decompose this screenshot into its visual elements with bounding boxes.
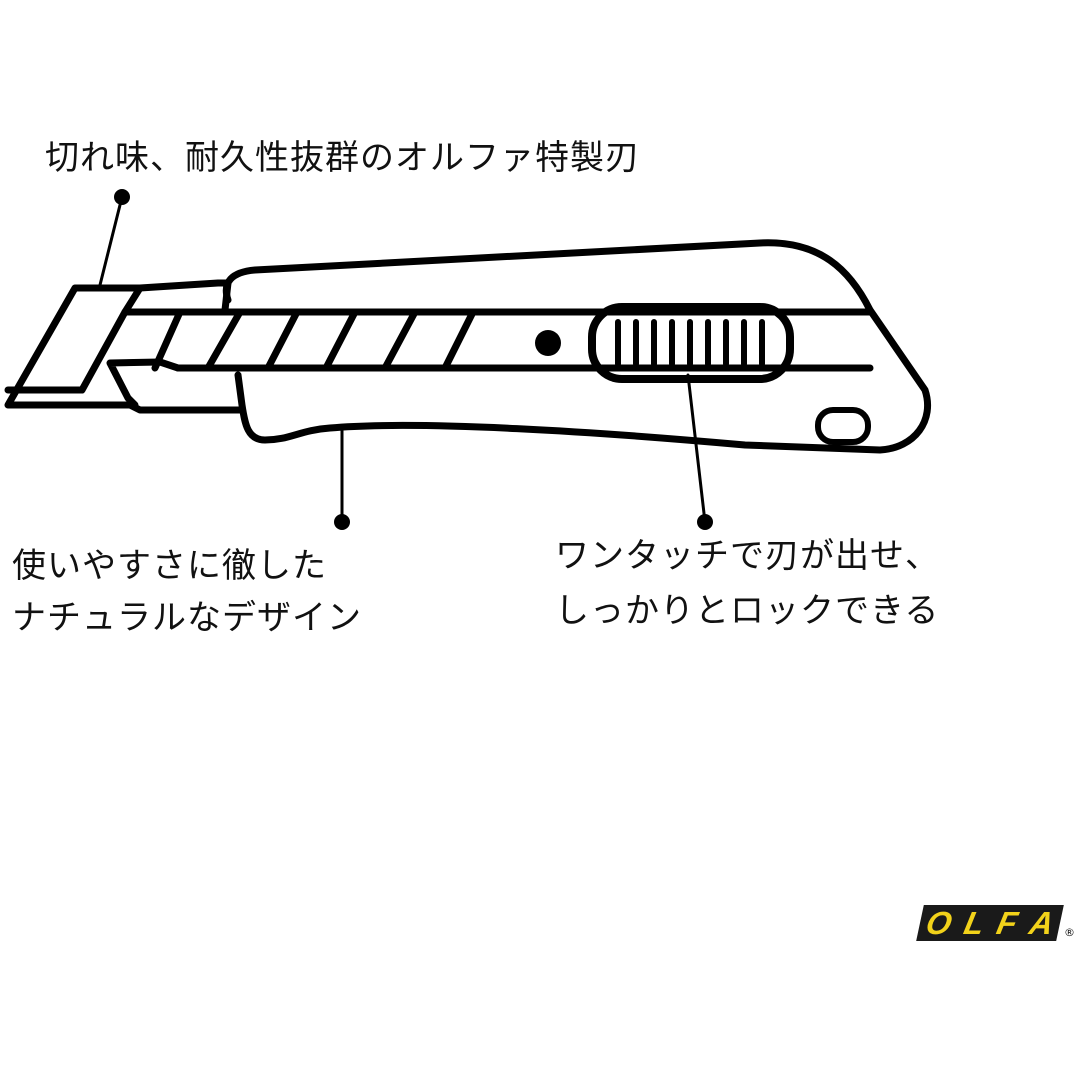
logo-letter: F	[993, 904, 1021, 941]
slider-button	[588, 303, 794, 383]
hang-hole	[815, 407, 871, 445]
blade-lower-guard	[106, 358, 244, 409]
callout-lock-line1: ワンタッチで刃が出せ、	[555, 536, 940, 576]
registered-mark: ®	[1064, 926, 1075, 939]
blade-segment-lines	[151, 308, 477, 372]
callout-design-line1: 使いやすさに徹した	[12, 546, 327, 586]
callout-lock-line2: しっかりとロックできる	[555, 591, 940, 631]
callout-blade-text: 切れ味、耐久性抜群のオルファ特製刃	[45, 138, 640, 178]
leader-line-blade	[98, 195, 124, 287]
logo-letter: O	[922, 904, 956, 941]
leader-line-lock	[686, 373, 707, 524]
olfa-logo: O L F A	[916, 905, 1064, 941]
logo-letter: L	[960, 904, 989, 941]
leader-dot-design	[334, 514, 350, 530]
leader-dot-blade	[114, 189, 130, 205]
leader-dot-lock	[697, 514, 713, 530]
blade-holder	[136, 279, 232, 314]
slider-ridges	[615, 319, 765, 367]
rivet-dot	[535, 330, 561, 356]
callout-design-line2: ナチュラルなデザイン	[12, 598, 362, 638]
knife-body	[222, 239, 932, 454]
logo-letter: A	[1026, 904, 1058, 941]
blade-strip	[121, 308, 874, 372]
